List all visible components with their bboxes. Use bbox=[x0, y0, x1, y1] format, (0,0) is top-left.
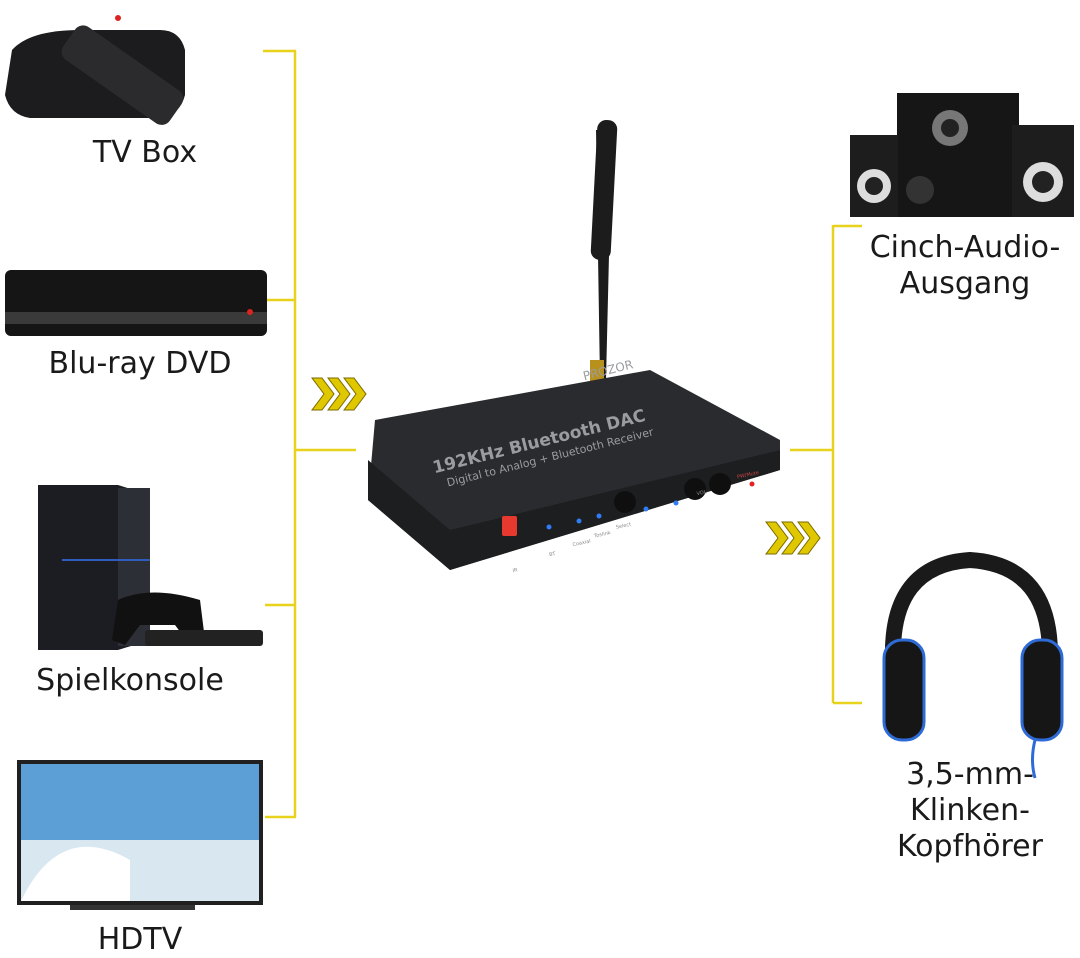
output-connector-lines bbox=[790, 224, 862, 705]
label-toslink: Toslink bbox=[593, 530, 612, 540]
input-arrow-chevrons bbox=[311, 377, 367, 411]
input-label-tv-box: TV Box bbox=[92, 135, 198, 170]
speaker-system-image bbox=[850, 93, 1074, 217]
headphones-image bbox=[882, 551, 1064, 779]
label-ir: IR bbox=[512, 567, 519, 574]
input-connector-lines bbox=[263, 49, 356, 819]
input-label-hdtv: HDTV bbox=[97, 922, 183, 957]
output-label-line: Ausgang bbox=[899, 266, 1031, 301]
output-label-line: Cinch-Audio- bbox=[869, 230, 1061, 265]
bluetooth-dac-device: PROZOR 192KHz Bluetooth DAC Digital to A… bbox=[368, 120, 780, 574]
vol-down-knob bbox=[684, 478, 706, 500]
tv-box-image bbox=[5, 15, 185, 125]
output-label-line: Klinken- bbox=[910, 793, 1030, 828]
output-label-line: Kopfhörer bbox=[897, 829, 1043, 864]
television-image bbox=[17, 760, 263, 910]
label-vol: VOL bbox=[696, 489, 707, 497]
label-bt: BT bbox=[549, 551, 558, 558]
output-label-line: 3,5-mm- bbox=[906, 757, 1034, 792]
blu-ray-player-image bbox=[5, 270, 267, 336]
ir-window bbox=[502, 516, 517, 536]
select-knob bbox=[614, 491, 636, 513]
output-label-rca-audio: Cinch-Audio- Ausgang bbox=[855, 230, 1075, 302]
output-arrow-chevrons bbox=[765, 521, 821, 555]
vol-up-knob bbox=[709, 473, 731, 495]
output-label-headphones: 3,5-mm- Klinken- Kopfhörer bbox=[870, 757, 1070, 865]
input-label-game-console: Spielkonsole bbox=[36, 663, 224, 698]
game-console-image bbox=[38, 485, 263, 650]
input-label-blu-ray-dvd: Blu-ray DVD bbox=[48, 346, 232, 381]
label-select: Select bbox=[615, 522, 631, 531]
label-pw-mute: PW/Mute bbox=[737, 470, 760, 480]
label-coaxial: Coaxial bbox=[572, 538, 591, 548]
